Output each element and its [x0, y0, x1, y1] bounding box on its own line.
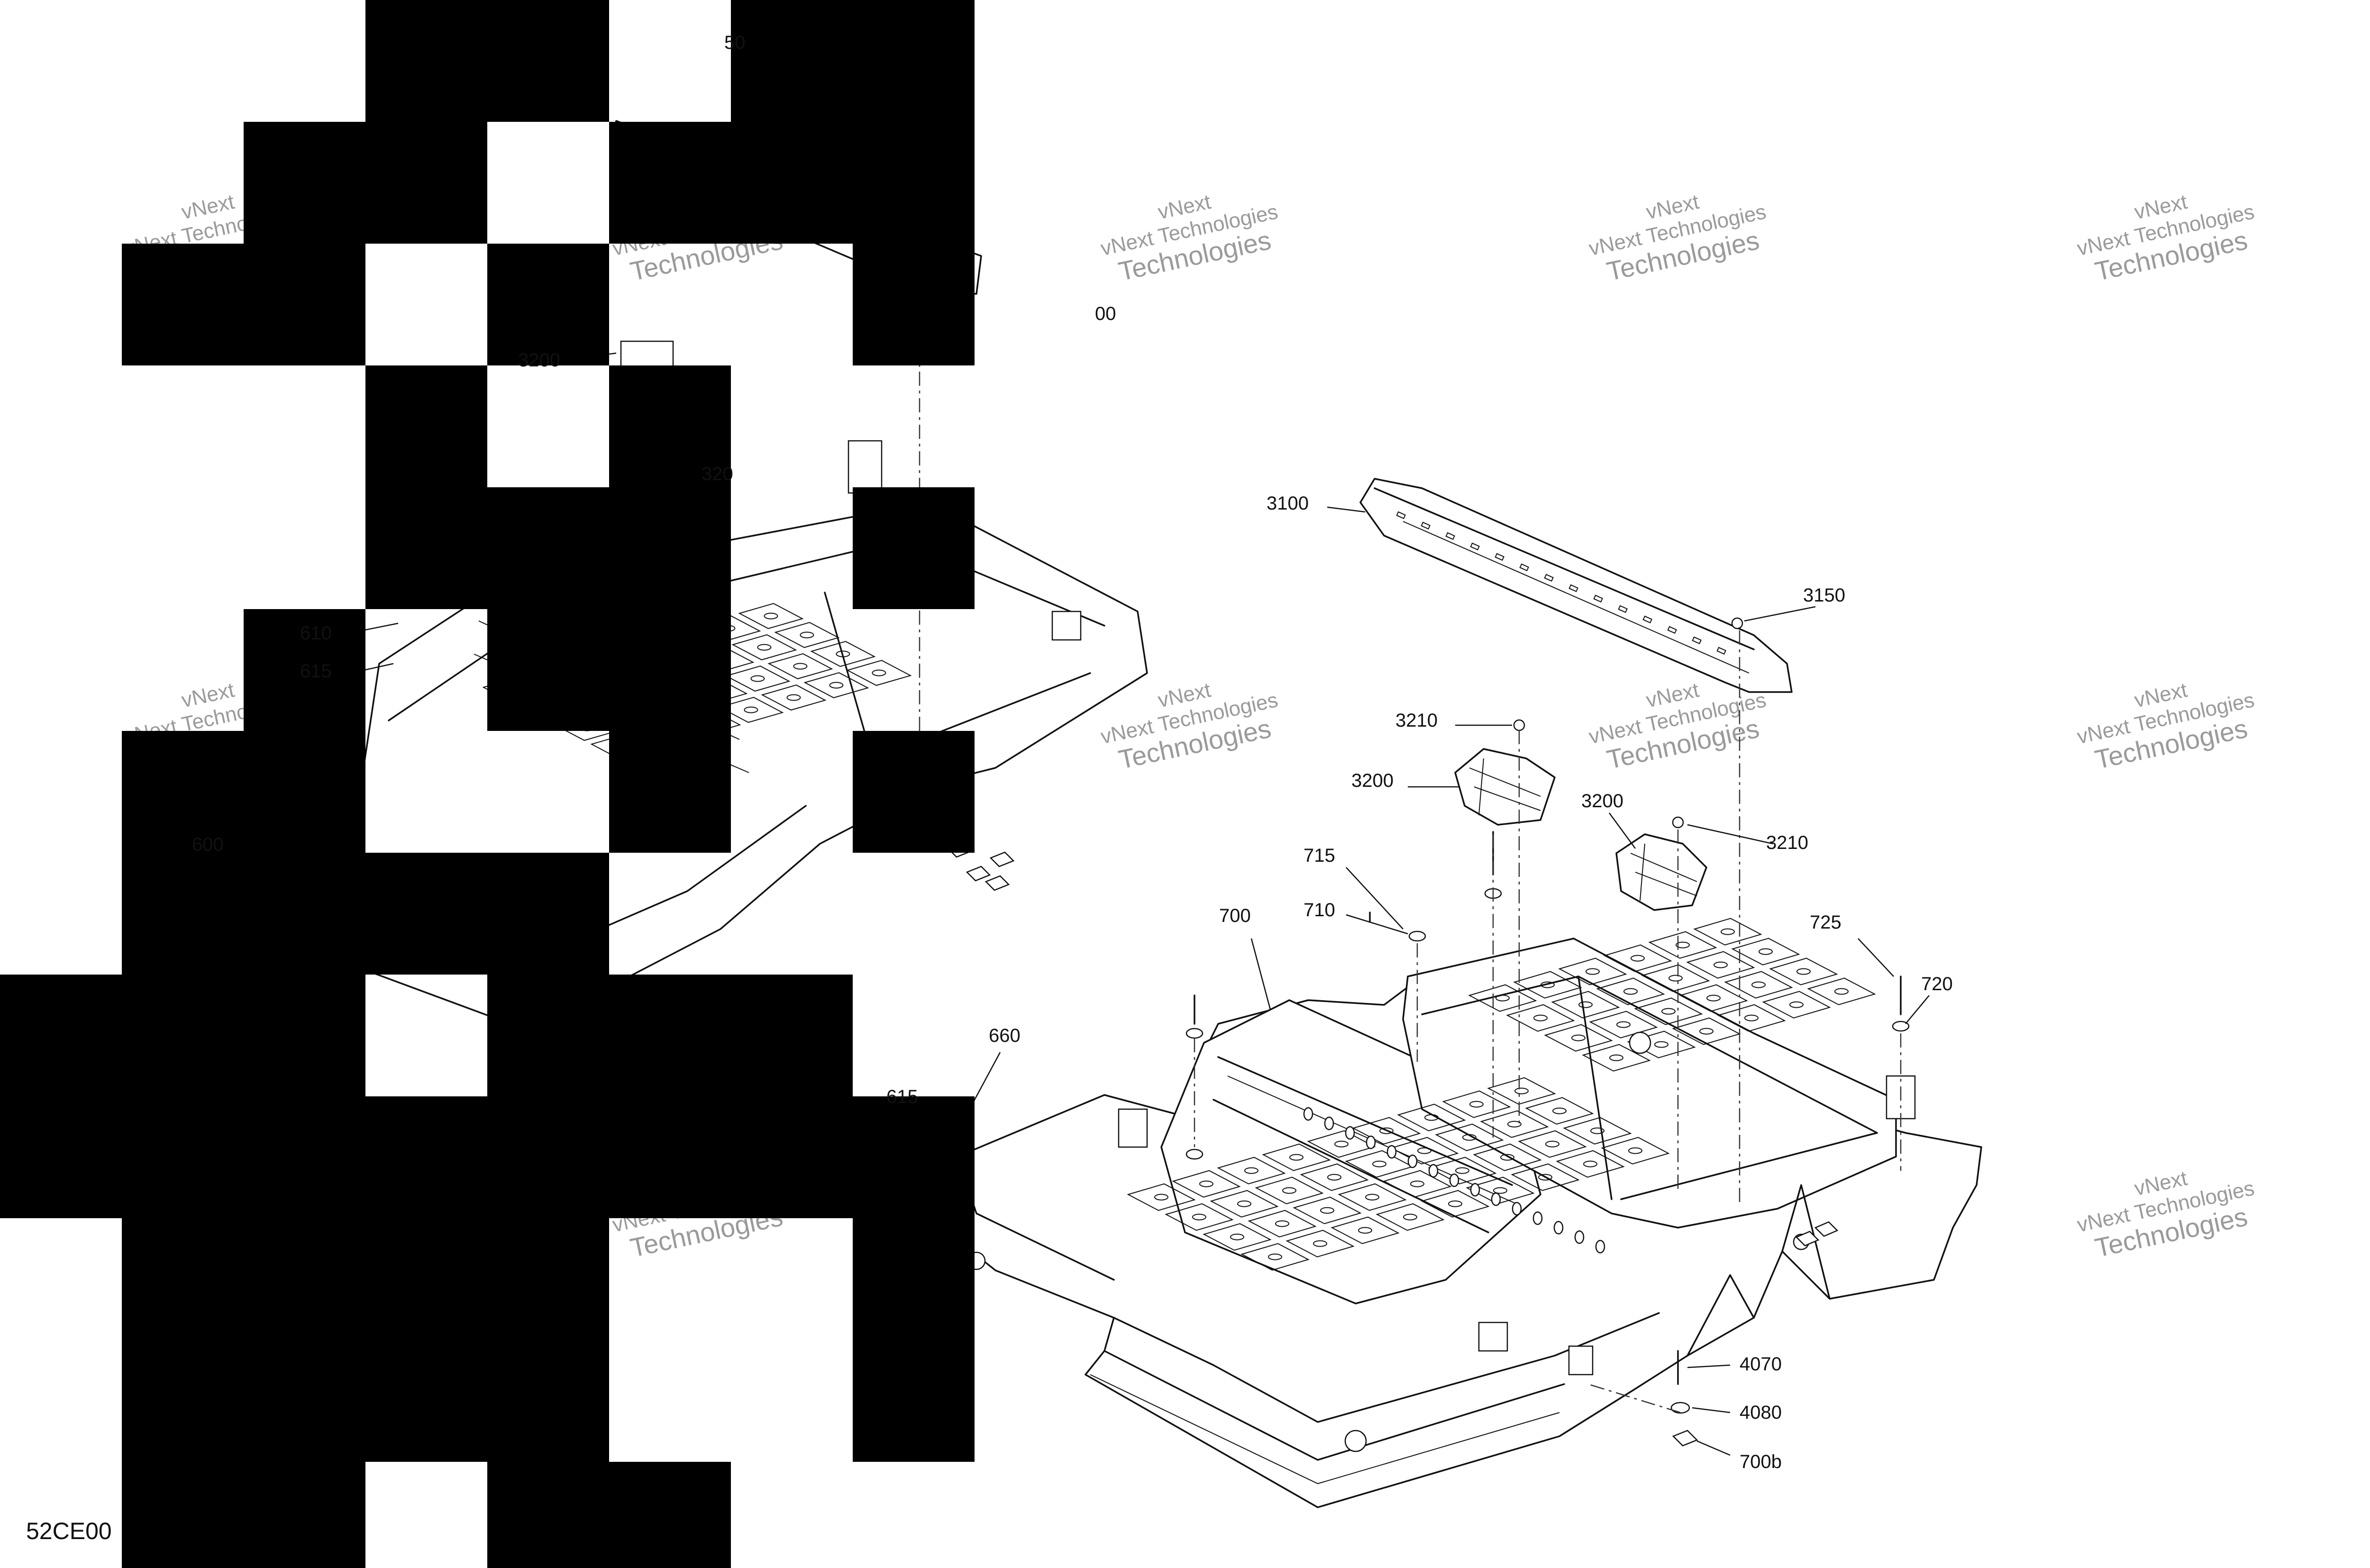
censor-block — [853, 1096, 975, 1218]
callout-710: 710 — [1304, 900, 1335, 921]
censor-block — [244, 609, 365, 731]
censor-block — [365, 1340, 487, 1462]
callout-3100-partial: 00 — [1095, 303, 1116, 324]
censor-block — [487, 853, 609, 975]
tunnel-peg-row — [1303, 1107, 1605, 1254]
censor-block — [365, 0, 487, 122]
censor-block — [487, 975, 609, 1096]
censor-block — [609, 1096, 731, 1218]
censor-block — [731, 0, 853, 122]
censor-block — [122, 731, 244, 853]
censor-block — [365, 487, 487, 609]
callout-720: 720 — [1921, 974, 1953, 994]
censor-block — [122, 853, 244, 975]
callout-4080: 4080 — [1740, 1402, 1782, 1423]
callout-3200-c: 3200 — [1351, 770, 1394, 791]
censor-block — [244, 1218, 365, 1340]
censor-block — [365, 1096, 487, 1218]
callout-3200-d: 3200 — [1581, 791, 1623, 811]
censor-block — [487, 0, 609, 122]
censor-block — [731, 1096, 853, 1218]
censor-block — [244, 1462, 365, 1568]
censor-block — [122, 975, 244, 1096]
censor-block — [365, 365, 487, 487]
callout-600: 600 — [192, 834, 224, 855]
callout-3200-left-b: 320 — [702, 464, 733, 484]
censor-block — [853, 731, 975, 853]
callout-3210-a: 3210 — [1395, 710, 1438, 731]
censor-block — [731, 975, 853, 1096]
callout-610: 610 — [300, 623, 332, 644]
censor-block — [244, 122, 365, 244]
right-floor-assembly — [933, 478, 1982, 1508]
callout-660: 660 — [989, 1025, 1021, 1046]
censor-block — [609, 609, 731, 731]
censor-block — [853, 244, 975, 365]
document-id: 52CE00 — [26, 1518, 112, 1544]
callout-3200-left-a: 3200 — [518, 350, 560, 371]
censor-block — [853, 0, 975, 122]
censor-block — [731, 122, 853, 244]
censor-block — [487, 1096, 609, 1218]
censor-block — [609, 1462, 731, 1568]
callout-615: 615 — [886, 1086, 918, 1107]
callout-700: 700 — [1219, 905, 1251, 926]
callout-725: 725 — [1810, 912, 1841, 933]
censor-block — [365, 122, 487, 244]
callout-3150: 3150 — [1803, 585, 1845, 606]
censor-block — [853, 1218, 975, 1340]
callout-3100: 3100 — [1267, 493, 1309, 514]
callout-715: 715 — [1304, 845, 1335, 866]
censor-block — [853, 487, 975, 609]
censor-block — [609, 122, 731, 244]
rail-3100 — [1359, 478, 1793, 693]
censor-block — [244, 1096, 365, 1218]
censor-block — [487, 244, 609, 365]
censor-block — [0, 975, 122, 1096]
censor-blocks — [0, 0, 975, 1568]
censor-block — [487, 487, 609, 609]
censor-block — [609, 731, 731, 853]
rail-slot-row — [1396, 511, 1726, 655]
callout-615-left: 615 — [300, 661, 332, 682]
censor-block — [853, 122, 975, 244]
censor-block — [122, 1340, 244, 1462]
censor-block — [609, 975, 731, 1096]
censor-block — [0, 1096, 122, 1218]
censor-block — [609, 365, 731, 487]
censor-block — [365, 853, 487, 975]
callout-4070: 4070 — [1740, 1354, 1782, 1375]
censor-block — [122, 244, 244, 365]
censor-block — [244, 975, 365, 1096]
censor-block — [244, 853, 365, 975]
callout-3150-partial: 50 — [724, 32, 746, 53]
censor-block — [487, 609, 609, 731]
censor-block — [122, 1462, 244, 1568]
censor-block — [244, 731, 365, 853]
censor-block — [853, 1340, 975, 1462]
censor-block — [244, 1340, 365, 1462]
callout-700b: 700b — [1740, 1451, 1782, 1472]
censor-block — [487, 1462, 609, 1568]
callout-3210-b: 3210 — [1766, 832, 1808, 853]
floor-cutout-grid-right — [1127, 918, 1876, 1271]
censor-block — [244, 244, 365, 365]
bracket-3200-right — [1615, 833, 1707, 911]
censor-block — [487, 1218, 609, 1340]
censor-block — [487, 1340, 609, 1462]
censor-block — [122, 1218, 244, 1340]
censor-block — [609, 487, 731, 609]
censor-block — [365, 1218, 487, 1340]
bracket-3200-left — [1454, 748, 1556, 826]
censor-block — [122, 1096, 244, 1218]
